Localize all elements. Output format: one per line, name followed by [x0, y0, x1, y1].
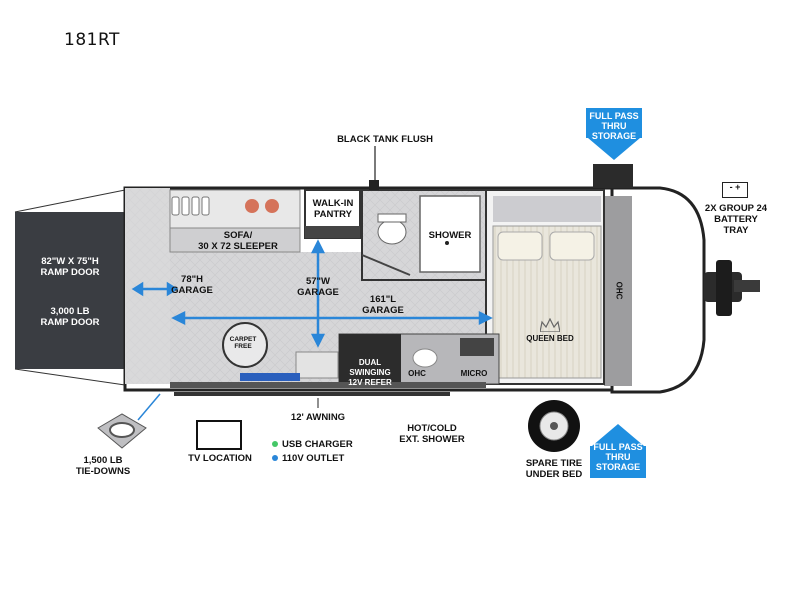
carpet-free-badge [222, 322, 268, 368]
dimension-arrows [131, 239, 493, 348]
sofa-label: SOFA/ 30 X 72 SLEEPER [198, 230, 278, 252]
battery-icon: - + [722, 182, 748, 198]
down-arrow-icon [586, 108, 642, 160]
garage-height-label: 78"H GARAGE [171, 274, 213, 296]
battery-tray-label: 2X GROUP 24 BATTERY TRAY [704, 203, 768, 236]
battery-symbol: - + [729, 182, 741, 192]
garage-width-label: 57"W GARAGE [297, 276, 339, 298]
spare-tire-icon [528, 400, 580, 452]
sofa [169, 189, 301, 253]
ramp-door-lb-label: 3,000 LB RAMP DOOR [40, 306, 100, 328]
bathroom [361, 189, 487, 281]
tie-downs-label: 1,500 LB TIE-DOWNS [75, 455, 131, 477]
bedroom [485, 189, 605, 385]
bottom-wall [170, 373, 486, 396]
outlet-label: 110V OUTLET [282, 453, 345, 464]
full-pass-storage-top: FULL PASS THRU STORAGE [586, 108, 642, 160]
tv-icon [196, 420, 242, 450]
outlet-dot [272, 455, 278, 461]
usb-charger-label: USB CHARGER [282, 439, 353, 450]
walk-in-pantry [304, 189, 361, 239]
crown-icon [540, 318, 560, 332]
ext-shower-label: HOT/COLD EXT. SHOWER [399, 423, 465, 445]
awning-label: 12' AWNING [290, 412, 346, 423]
full-pass-storage-bottom: FULL PASS THRU STORAGE [590, 424, 646, 478]
shower-label: SHOWER [428, 230, 472, 241]
ramp-door [14, 189, 126, 386]
black-tank-flush-label: BLACK TANK FLUSH [337, 134, 433, 145]
full-pass-storage-top-label: FULL PASS THRU STORAGE [589, 111, 639, 141]
tie-down-icon [97, 413, 147, 449]
full-pass-storage-bottom-label: FULL PASS THRU STORAGE [593, 442, 643, 472]
refer-label: DUAL SWINGING 12V REFER [348, 358, 392, 387]
model-title: 181RT [64, 30, 120, 50]
micro-label: MICRO [460, 369, 488, 378]
walk-in-pantry-label: WALK-IN PANTRY [312, 198, 354, 220]
tv-location-label: TV LOCATION [188, 453, 252, 464]
spare-tire-label: SPARE TIRE UNDER BED [525, 458, 583, 480]
ramp-door-size-label: 82"W x 75"H RAMP DOOR [40, 256, 100, 278]
kitchen [338, 333, 500, 385]
ohc-kitchen-label: OHC [408, 369, 426, 378]
up-arrow-icon [590, 424, 646, 478]
ohc-side-label: OHC [614, 281, 624, 300]
hitch-icon [704, 260, 760, 316]
queen-bed-label: QUEEN BED [526, 334, 574, 343]
garage-length-label: 161"L GARAGE [362, 294, 404, 316]
usb-charger-dot [272, 441, 278, 447]
carpet-free-label: CARPET FREE [229, 336, 257, 350]
